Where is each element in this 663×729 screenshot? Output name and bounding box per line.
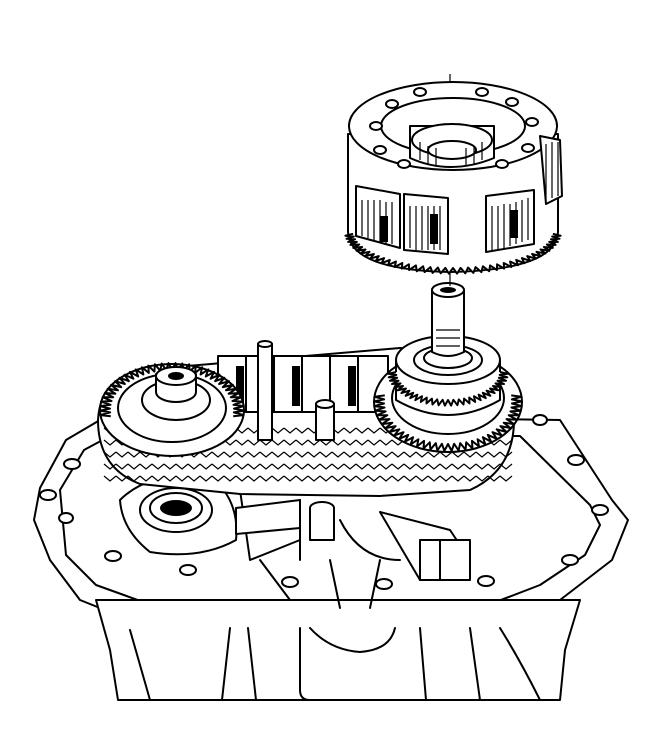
front-output-sprocket [99, 362, 245, 457]
output-shaft [431, 282, 465, 357]
case-bolt-holes [39, 414, 609, 590]
carrier-bolt-holes [369, 87, 539, 169]
planetary-carrier [344, 81, 563, 275]
case-interior [119, 474, 471, 609]
shift-rail-shafts [257, 340, 335, 441]
pinion-gears [361, 198, 529, 250]
chain-upper-run [217, 355, 389, 413]
